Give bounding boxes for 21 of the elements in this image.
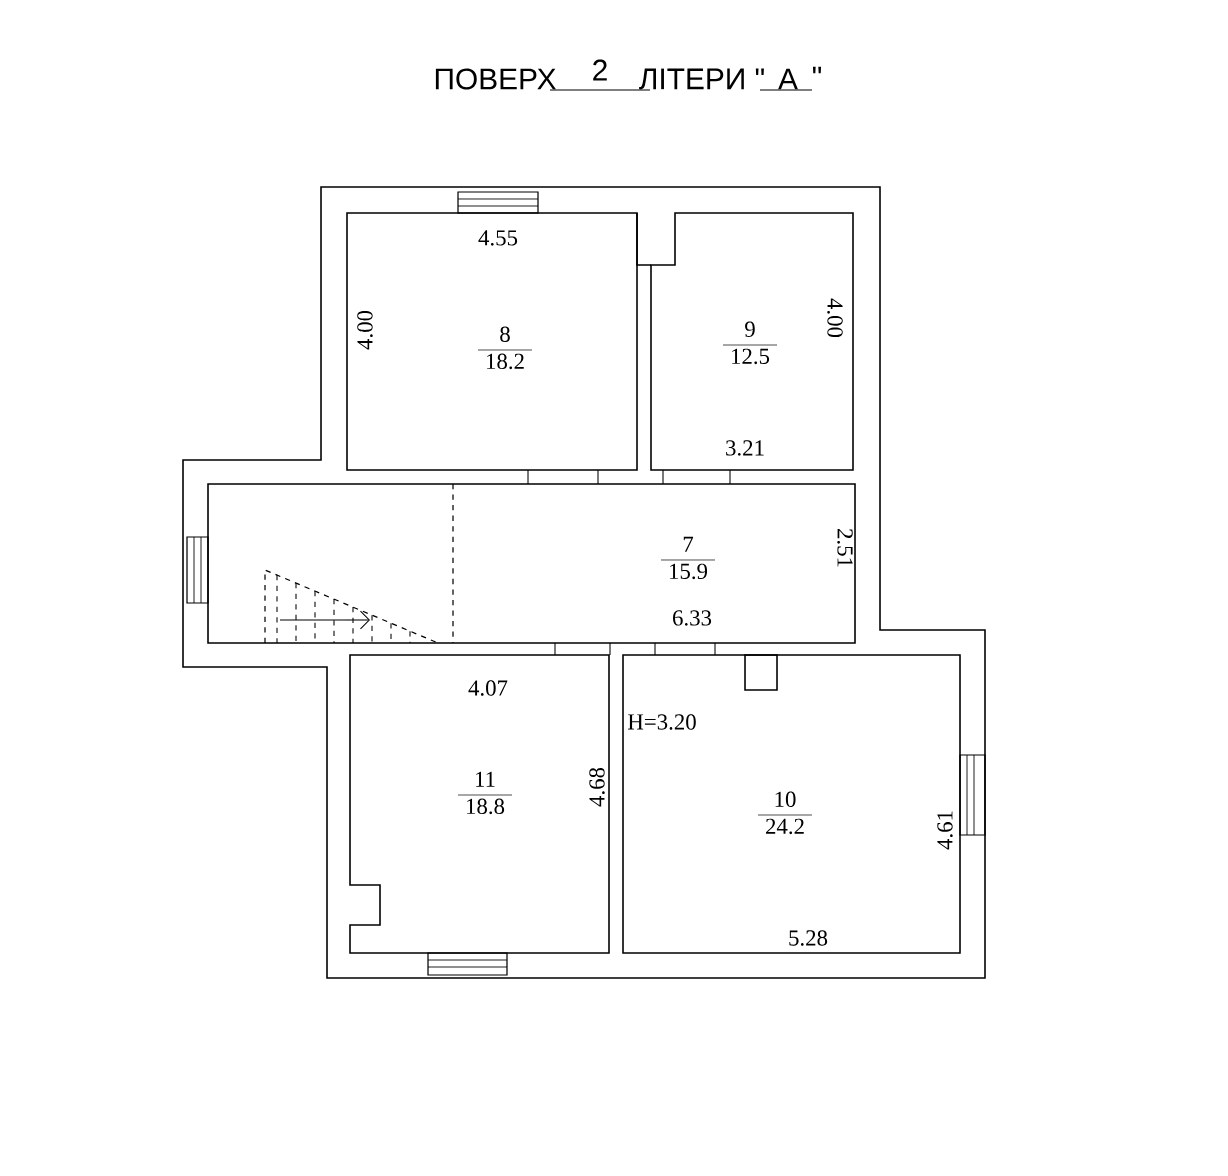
title: ПОВЕРХ xyxy=(435,68,556,90)
room-label: 10 24.2 xyxy=(757,791,813,835)
room-label: 9 12.5 xyxy=(722,321,778,365)
room-label: 11 18.8 xyxy=(457,771,513,815)
dimension-label: 4.07 xyxy=(468,680,508,696)
heading-text: 2 xyxy=(593,59,607,81)
room-label: 8 18.2 xyxy=(477,326,533,370)
dimension-label: 2.51 xyxy=(837,529,853,567)
dimension-label: 4.00 xyxy=(827,298,843,338)
room-label: 7 15.9 xyxy=(660,536,716,580)
dimension-label: 5.28 xyxy=(789,930,828,946)
dimension-label: 4.68 xyxy=(589,767,605,807)
dimension-label: 4.55 xyxy=(478,230,518,246)
dimension-label: 6.33 xyxy=(673,610,712,626)
dimension-label: 4.00 xyxy=(357,310,373,350)
heading-text: А xyxy=(778,68,798,90)
heading-text: " xyxy=(812,66,822,74)
heading-text: ЛІТЕРИ " xyxy=(639,68,764,90)
dimension-label: H=3.20 xyxy=(628,714,696,730)
dimension-label: 4.61 xyxy=(937,811,953,850)
dimension-label: 3.21 xyxy=(726,440,764,456)
